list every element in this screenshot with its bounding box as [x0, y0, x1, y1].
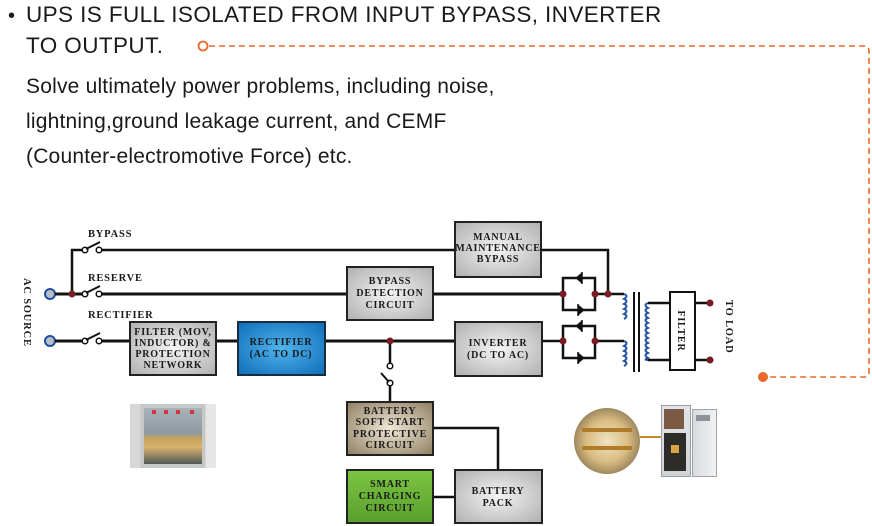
ups-cabinet-photo	[661, 405, 719, 477]
switches	[81, 241, 394, 387]
block-manual-bypass: MANUAL MAINTENANCE BYPASS	[454, 221, 542, 278]
callout-start-ring	[197, 40, 209, 52]
svg-text:CIRCUIT: CIRCUIT	[366, 300, 415, 311]
to-load-label: TO LOAD	[723, 300, 734, 354]
svg-text:INVERTER: INVERTER	[469, 338, 528, 349]
svg-text:FILTER (MOV,: FILTER (MOV,	[134, 327, 211, 338]
block-rectifier: RECTIFIER (AC TO DC)	[237, 321, 326, 376]
isolation-transformer	[621, 292, 651, 372]
headline-line-1: UPS IS FULL ISOLATED FROM INPUT BYPASS, …	[26, 2, 662, 27]
svg-text:CIRCUIT: CIRCUIT	[366, 503, 415, 514]
svg-text:PACK: PACK	[483, 498, 514, 509]
svg-text:BATTERY: BATTERY	[364, 406, 417, 417]
description-line: lightning,ground leakage current, and CE…	[26, 110, 447, 133]
source-terminal-top	[44, 288, 56, 300]
junction-dots	[68, 290, 714, 364]
headline-line-2: TO OUTPUT.	[26, 33, 164, 58]
description: Solve ultimately power problems, includi…	[26, 69, 495, 174]
svg-text:CIRCUIT: CIRCUIT	[366, 440, 415, 451]
svg-text:FILTER: FILTER	[675, 310, 686, 351]
svg-text:(AC TO DC): (AC TO DC)	[250, 349, 313, 360]
block-smart-charging: SMART CHARGING CIRCUIT	[346, 469, 434, 524]
callout-end-dot	[758, 372, 768, 382]
svg-text:CHARGING: CHARGING	[359, 491, 422, 502]
headline: • UPS IS FULL ISOLATED FROM INPUT BYPASS,…	[8, 0, 662, 61]
rectifier-path-label: RECTIFIER	[88, 310, 154, 321]
bullet-icon: •	[8, 5, 16, 27]
bypass-switch[interactable]	[81, 241, 103, 254]
reserve-path-label: RESERVE	[88, 273, 143, 284]
bypass-path-label: BYPASS	[88, 229, 132, 240]
svg-text:MAINTENANCE: MAINTENANCE	[455, 243, 540, 254]
block-output-filter: FILTER	[669, 291, 696, 371]
svg-text:DETECTION: DETECTION	[356, 288, 423, 299]
transformer-closeup-photo	[574, 408, 640, 474]
callout-dashed-line	[209, 45, 870, 378]
description-line: Solve ultimately power problems, includi…	[26, 75, 495, 98]
svg-text:INDUCTOR) &: INDUCTOR) &	[134, 338, 211, 349]
svg-text:RECTIFIER: RECTIFIER	[250, 337, 313, 348]
block-battery-pack: BATTERY PACK	[454, 469, 543, 524]
svg-text:MANUAL: MANUAL	[473, 232, 523, 243]
block-battery-soft-start: BATTERY SOFT START PROTECTIVE CIRCUIT	[346, 401, 434, 456]
source-terminal-bottom	[44, 335, 56, 347]
svg-text:(DC TO AC): (DC TO AC)	[467, 350, 529, 361]
svg-text:BYPASS: BYPASS	[477, 254, 519, 265]
description-line: (Counter-electromotive Force) etc.	[26, 145, 353, 168]
svg-text:SMART: SMART	[370, 479, 410, 490]
svg-text:NETWORK: NETWORK	[144, 360, 203, 371]
svg-text:BATTERY: BATTERY	[472, 486, 525, 497]
ac-source-label: AC SOURCE	[21, 278, 32, 347]
static-switch-reserve	[561, 271, 597, 317]
callout-connector	[197, 40, 870, 382]
svg-text:PROTECTIVE: PROTECTIVE	[353, 429, 427, 440]
battery-switch[interactable]	[380, 362, 394, 387]
block-filter-network: FILTER (MOV, INDUCTOR) & PROTECTION NETW…	[129, 321, 217, 376]
rectifier-switch[interactable]	[81, 332, 103, 345]
static-switch-inverter	[561, 319, 597, 365]
ups-internal-photo	[130, 404, 216, 468]
svg-text:PROTECTION: PROTECTION	[135, 349, 210, 360]
svg-text:SOFT START: SOFT START	[356, 417, 425, 428]
svg-text:BYPASS: BYPASS	[369, 276, 411, 287]
block-bypass-detection: BYPASS DETECTION CIRCUIT	[346, 266, 434, 321]
callout-pointer-line	[640, 436, 664, 438]
reserve-switch[interactable]	[81, 285, 103, 298]
block-inverter: INVERTER (DC TO AC)	[454, 321, 543, 377]
